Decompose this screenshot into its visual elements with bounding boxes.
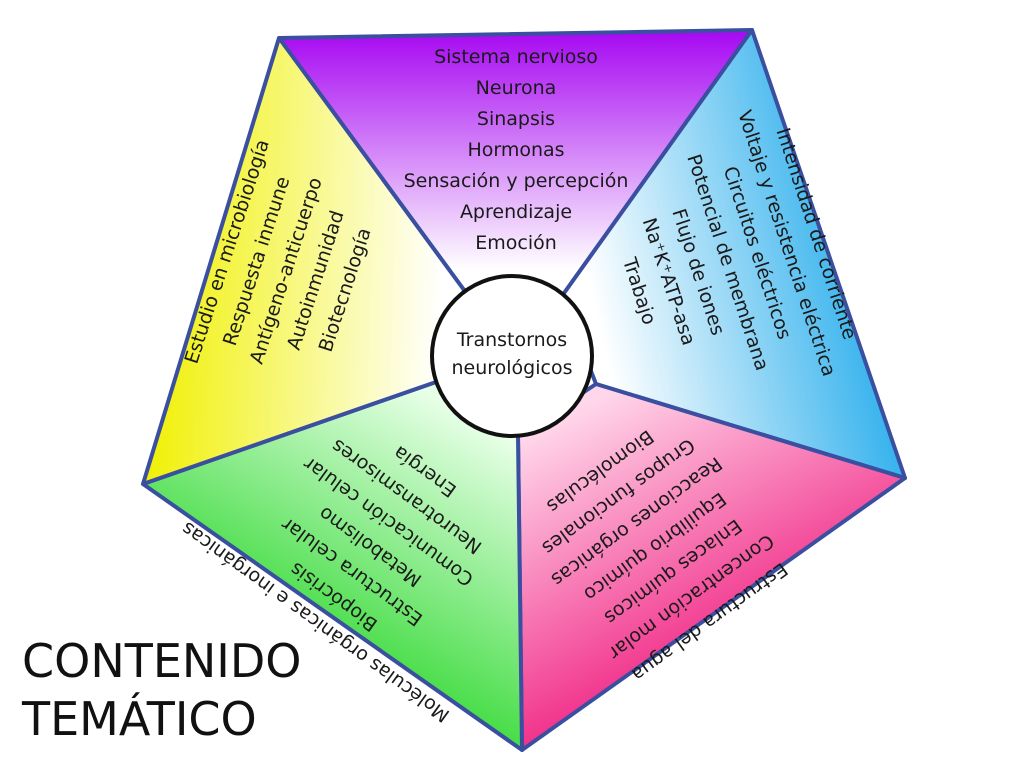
title-line1: CONTENIDO — [22, 634, 302, 688]
top-item: Sensación y percepción — [404, 170, 629, 192]
center-circle — [430, 274, 594, 438]
top-item: Hormonas — [467, 139, 564, 161]
center-label-line2: neurológicos — [451, 357, 572, 379]
top-item: Sistema nervioso — [434, 46, 598, 68]
title-line2: TEMÁTICO — [22, 692, 257, 746]
top-segment-text: Sistema nervioso Neurona Sinapsis Hormon… — [404, 46, 629, 254]
center-label-line1: Transtornos — [456, 329, 567, 351]
page-title: CONTENIDO TEMÁTICO — [22, 632, 302, 748]
top-item: Neurona — [476, 77, 557, 99]
top-item: Emoción — [475, 232, 557, 254]
top-item: Aprendizaje — [460, 201, 572, 223]
top-item: Sinapsis — [477, 108, 555, 130]
